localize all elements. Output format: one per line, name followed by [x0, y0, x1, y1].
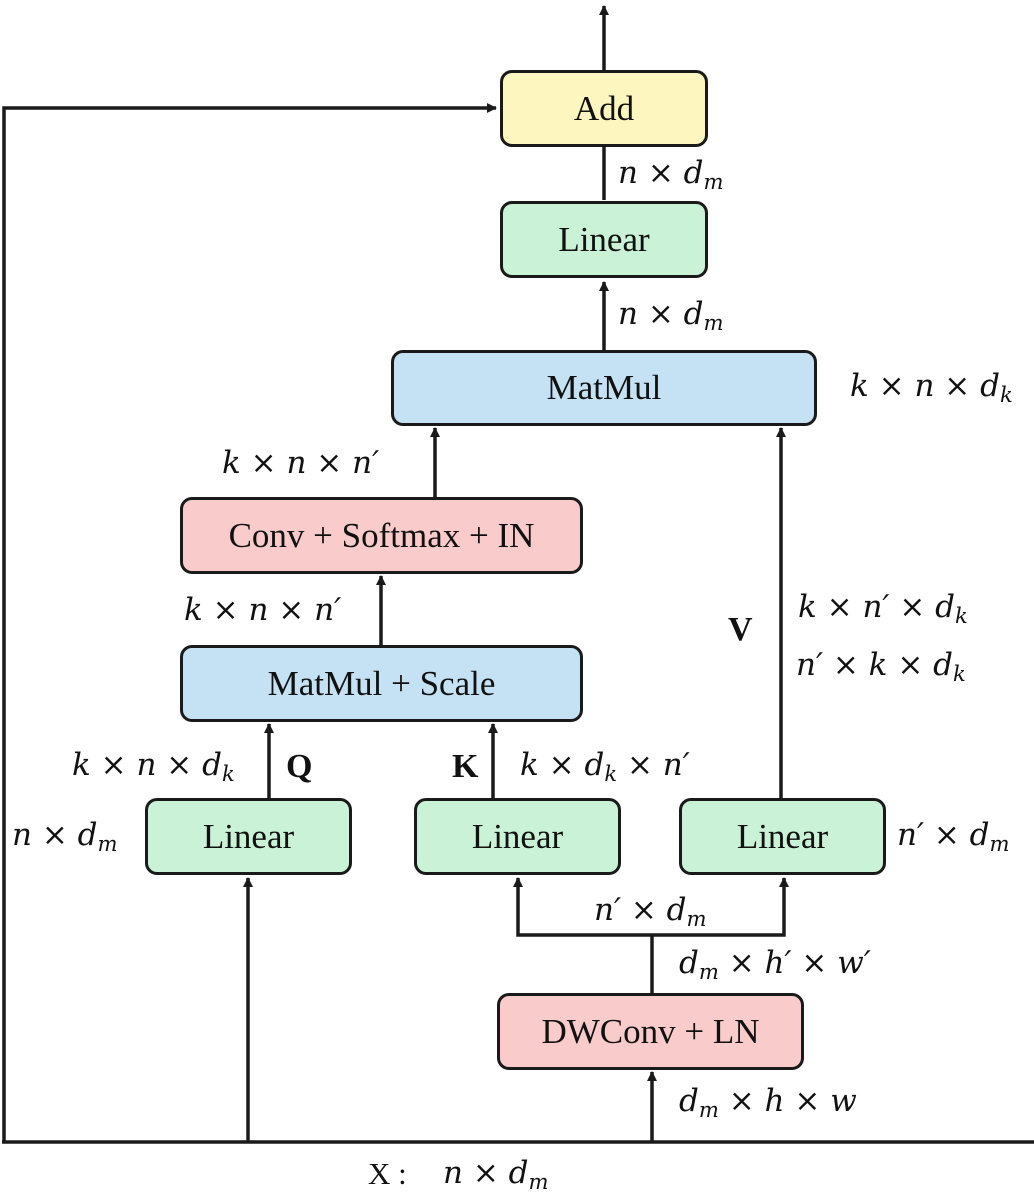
dim-split: n′ × dm	[594, 892, 707, 931]
input-x-label: X :	[368, 1156, 407, 1191]
dim-v-transpose-out: n′ × k × dk	[796, 647, 966, 686]
q-label: Q	[286, 748, 313, 785]
linear-v-box: Linear	[679, 798, 886, 875]
residual-connection	[2, 103, 497, 1142]
dim-k-out: k × dk × n′	[520, 747, 690, 786]
dim-q-in: n × dm	[12, 817, 118, 856]
add-box: Add	[500, 70, 708, 147]
conv-softmax-in-box: Conv + Softmax + IN	[180, 497, 583, 574]
linear-k-box: Linear	[414, 798, 621, 875]
dim-after-matmul: n × dm	[618, 296, 724, 335]
k-label: K	[452, 748, 479, 785]
dim-v-in: n′ × dm	[897, 817, 1010, 856]
dim-v-transpose-in: k × n′ × dk	[798, 589, 968, 628]
v-label: V	[728, 611, 753, 648]
linear-q-box: Linear	[145, 798, 352, 875]
dim-q-out: k × n × dk	[72, 747, 235, 786]
dim-after-conv: k × n × n′	[222, 445, 380, 481]
matmul-box: MatMul	[391, 350, 817, 426]
dim-after-linear-out: n × dm	[618, 155, 724, 194]
dwconv-ln-box: DWConv + LN	[497, 993, 804, 1070]
dim-after-matmul-scale: k × n × n′	[184, 592, 342, 628]
linear-output-box: Linear	[500, 201, 708, 278]
matmul-scale-box: MatMul + Scale	[180, 645, 583, 722]
dim-matmul-right: k × n × dk	[850, 368, 1013, 407]
split-to-v-linear	[652, 877, 789, 937]
input-x-dim: n × dm	[443, 1155, 549, 1194]
dim-dwconv-out: dm × h′ × w′	[679, 945, 871, 984]
dim-dwconv-in: dm × h × w	[679, 1083, 857, 1122]
split-to-k-linear	[513, 877, 652, 937]
